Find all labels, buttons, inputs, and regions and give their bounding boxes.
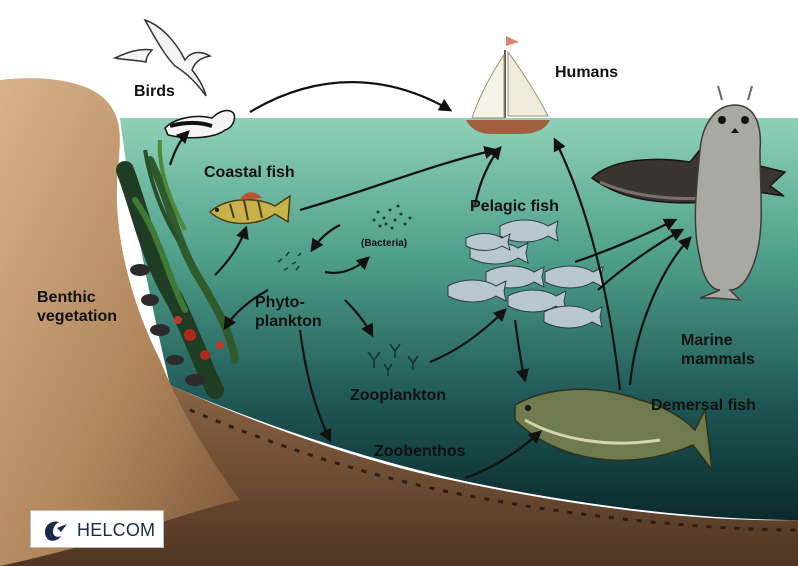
label-marine-mammals: Marine mammals [681,331,755,369]
label-phytoplankton: Phyto- plankton [255,293,322,331]
label-zoobenthos: Zoobenthos [374,442,466,461]
helcom-logo-text: HELCOM [77,520,155,540]
label-pelagic-fish: Pelagic fish [470,197,559,216]
label-coastal-fish: Coastal fish [204,163,295,182]
label-demersal-fish: Demersal fish [651,396,756,415]
helcom-logo-mark-icon [41,518,71,542]
label-birds: Birds [134,82,175,101]
helcom-logo: HELCOM [30,510,164,548]
label-zooplankton: Zooplankton [350,386,446,405]
label-benthic-vegetation: Benthic vegetation [37,288,117,326]
label-humans: Humans [555,63,618,82]
label-bacteria: (Bacteria) [361,238,407,250]
